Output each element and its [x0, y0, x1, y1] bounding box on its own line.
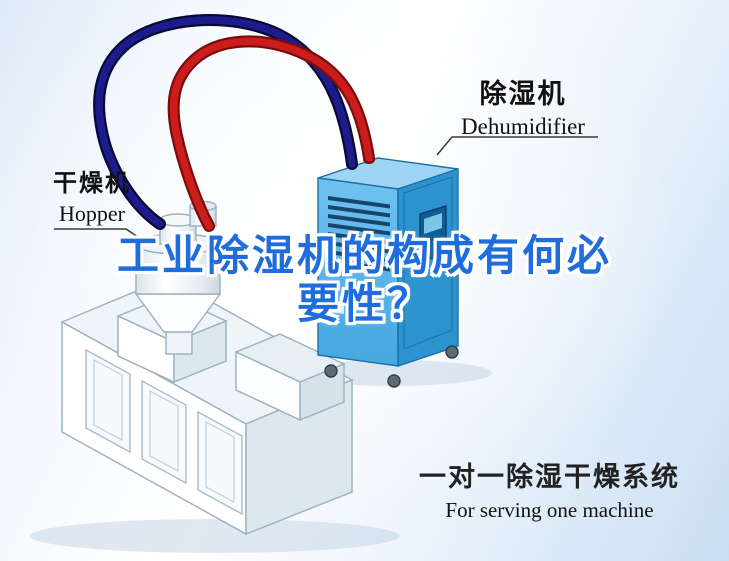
label-pointer-lines: [54, 136, 598, 244]
side-door-outline: [403, 176, 453, 350]
dehumidifier-illustration: [317, 156, 459, 388]
page-title: 工业除湿机的构成有何必 要性？: [0, 232, 729, 328]
front-sticker: [328, 300, 344, 314]
caption-en: For serving one machine: [445, 498, 654, 522]
red-hose: [169, 37, 373, 230]
dehumidifier-label-cn: 除湿机: [479, 79, 567, 109]
hopper-label-cn: 干燥机: [53, 170, 131, 197]
page-title-line1: 工业除湿机的构成有何必: [116, 232, 612, 279]
page-title-line2: 要性？: [296, 280, 432, 327]
caption-cn: 一对一除湿干燥系统: [419, 462, 680, 492]
vent-slats: [328, 196, 390, 272]
hoses: [93, 14, 375, 232]
dehumidifier-label-en: Dehumidifier: [461, 114, 585, 139]
hopper-illustration: [134, 200, 222, 355]
caption: 一对一除湿干燥系统 For serving one machine: [402, 455, 697, 523]
hopper-label: 干燥机 Hopper: [44, 163, 140, 227]
dehumidifier-label-pointer: [436, 136, 598, 156]
control-screen: [424, 213, 442, 234]
hopper-label-pointer: [54, 228, 148, 244]
hopper-label-en: Hopper: [59, 201, 125, 226]
dehumidifier-label: 除湿机 Dehumidifier: [438, 72, 608, 140]
extruder-machine-illustration: [60, 277, 354, 536]
caster-wheels: [324, 345, 459, 388]
